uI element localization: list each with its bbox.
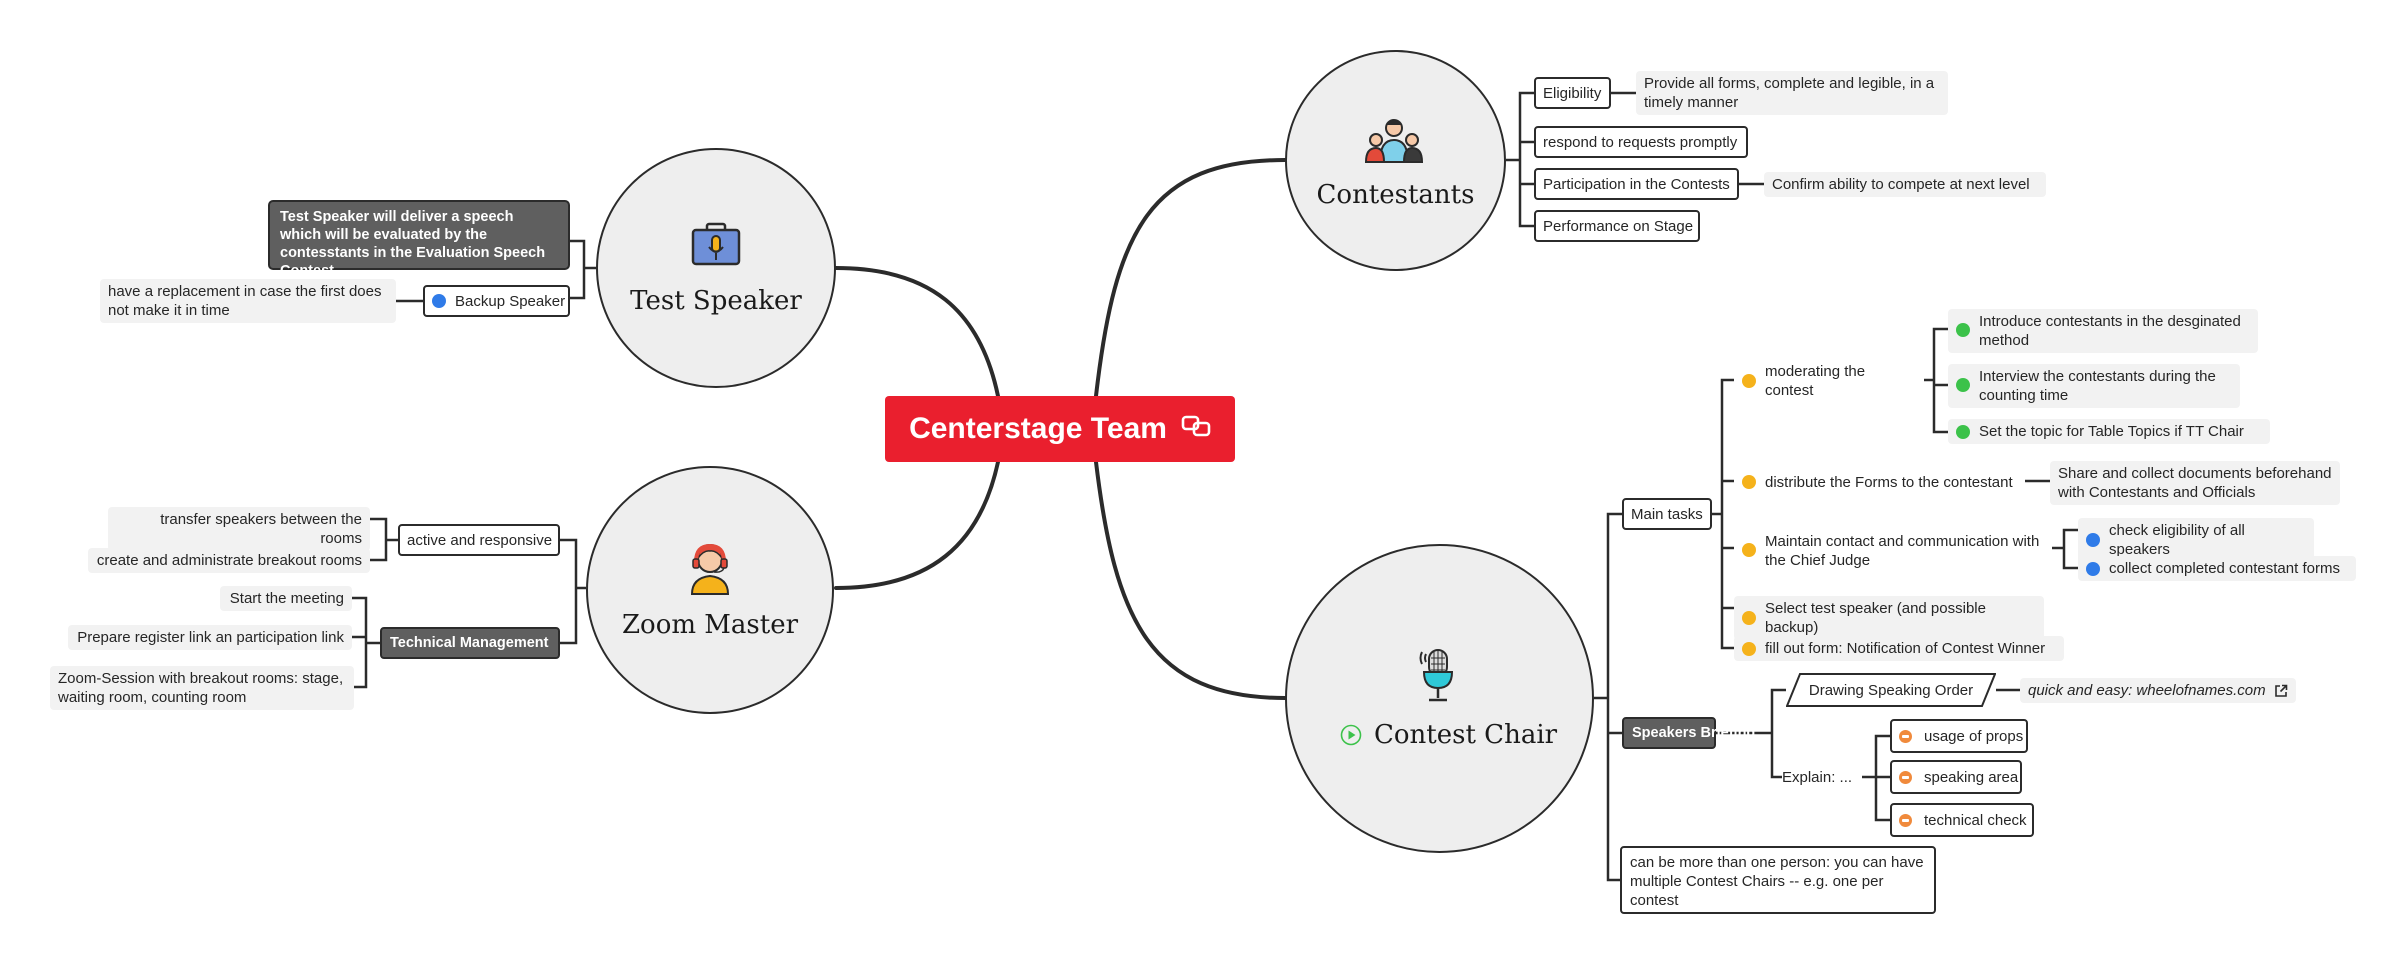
contestants-item-participation[interactable]: Participation in the Contests (1534, 168, 1739, 200)
maintain-item-label: check eligibility of all speakers (2109, 522, 2245, 558)
contest-chair-note[interactable]: can be more than one person: you can hav… (1620, 846, 1936, 914)
tag-icon (1899, 770, 1912, 784)
distribute-forms-note[interactable]: Share and collect documents beforehand w… (2050, 461, 2340, 505)
main-tasks-topic[interactable]: Main tasks (1622, 498, 1712, 530)
contestants-item-label: Eligibility (1543, 84, 1602, 102)
contest-chair-title-row: Contest Chair (1340, 718, 1560, 752)
root-to-contest-chair-line (1094, 460, 1287, 700)
speakers-briefing-label: Speakers Briefing (1632, 725, 1756, 741)
central-topic-label: Centerstage Team (909, 412, 1167, 445)
external-link-icon[interactable] (2274, 684, 2288, 698)
play-icon[interactable] (1340, 724, 1362, 746)
contest-chair-topic[interactable] (1285, 544, 1594, 853)
tag-icon (1899, 813, 1912, 827)
contestants-item-eligibility[interactable]: Eligibility (1534, 77, 1611, 109)
orange-dot-marker-icon (1742, 641, 1756, 656)
maintain-item-label: collect completed contestant forms (2109, 560, 2340, 577)
active-responsive-topic[interactable]: active and responsive (398, 524, 560, 556)
zoom-technical-item[interactable]: Start the meeting (220, 586, 352, 611)
contestants-item-performance[interactable]: Performance on Stage (1534, 210, 1700, 242)
linked-topic-icon[interactable] (1181, 412, 1211, 446)
maintain-item[interactable]: collect completed contestant forms (2078, 556, 2356, 581)
test-speaker-topic[interactable] (596, 148, 836, 388)
moderating-contest-label: moderating the contest (1765, 363, 1866, 399)
contest-chair-title: Contest Chair (1374, 720, 1558, 750)
select-test-speaker-label: Select test speaker (and possible backup… (1765, 600, 1986, 636)
maintain-contact-topic[interactable]: Maintain contact and communication with … (1734, 529, 2052, 573)
backup-speaker-topic[interactable]: Backup Speaker (423, 285, 570, 317)
orange-dot-marker-icon (1742, 611, 1756, 625)
root-to-contestants-line (1094, 158, 1287, 398)
moderating-item[interactable]: Interview the contestants during the cou… (1948, 364, 2240, 408)
explain-item[interactable]: usage of props (1890, 719, 2028, 753)
contestants-item-label: respond to requests promptly (1543, 133, 1738, 151)
moderating-item-label: Introduce contestants in the desginated … (1979, 313, 2241, 349)
zoom-active-item[interactable]: transfer speakers between the rooms (108, 507, 370, 551)
moderating-contest-topic[interactable]: moderating the contest (1734, 363, 1924, 399)
explain-item-label: speaking area (1924, 768, 2019, 786)
zoom-master-title: Zoom Master (621, 610, 799, 640)
group-people-icon (1364, 116, 1424, 164)
contestants-item-label: Participation in the Contests (1543, 175, 1730, 193)
wheelofnames-link[interactable]: quick and easy: wheelofnames.com (2020, 678, 2296, 703)
green-dot-marker-icon (1956, 378, 1970, 392)
moderating-item-label: Interview the contestants during the cou… (1979, 368, 2216, 404)
technical-management-label: Technical Management (390, 635, 549, 651)
headset-operator-icon (686, 540, 734, 596)
blue-dot-marker-icon (2086, 561, 2100, 576)
microphone-icon (1418, 646, 1458, 704)
moderating-item[interactable]: Introduce contestants in the desginated … (1948, 309, 2258, 353)
drawing-speaking-order-topic[interactable]: Drawing Speaking Order (1786, 673, 1996, 707)
orange-dot-marker-icon (1742, 475, 1756, 489)
participation-note[interactable]: Confirm ability to compete at next level (1764, 172, 2046, 197)
briefcase-microphone-icon (690, 222, 742, 268)
maintain-item[interactable]: check eligibility of all speakers (2078, 518, 2314, 562)
backup-speaker-note[interactable]: have a replacement in case the first doe… (100, 279, 396, 323)
wheelofnames-link-label: quick and easy: wheelofnames.com (2028, 682, 2266, 699)
orange-dot-marker-icon (1742, 543, 1756, 557)
root-to-test-speaker-line (834, 266, 1000, 398)
distribute-forms-topic[interactable]: distribute the Forms to the contestant (1734, 470, 2025, 494)
tag-icon (1899, 729, 1912, 743)
technical-management-topic[interactable]: Technical Management (380, 627, 560, 659)
maintain-contact-label: Maintain contact and communication with … (1765, 533, 2040, 569)
contestants-item-label: Performance on Stage (1543, 217, 1694, 235)
explain-item[interactable]: technical check (1890, 803, 2034, 837)
zoom-technical-item[interactable]: Prepare register link an participation l… (68, 625, 352, 650)
blue-dot-marker-icon (2086, 533, 2100, 547)
explain-item-label: technical check (1924, 811, 2027, 829)
moderating-item-label: Set the topic for Table Topics if TT Cha… (1979, 423, 2244, 440)
active-responsive-label: active and responsive (407, 531, 553, 549)
explain-item[interactable]: speaking area (1890, 760, 2022, 794)
main-tasks-label: Main tasks (1631, 505, 1703, 523)
zoom-technical-item[interactable]: Zoom-Session with breakout rooms: stage,… (50, 666, 354, 710)
zoom-active-item[interactable]: create and administrate breakout rooms (88, 548, 370, 573)
contestants-item-respond[interactable]: respond to requests promptly (1534, 126, 1748, 158)
backup-speaker-label: Backup Speaker (455, 292, 566, 310)
green-dot-marker-icon (1956, 424, 1970, 439)
distribute-forms-label: distribute the Forms to the contestant (1765, 473, 2013, 491)
moderating-item[interactable]: Set the topic for Table Topics if TT Cha… (1948, 419, 2270, 444)
drawing-speaking-order-label: Drawing Speaking Order (1808, 681, 1974, 699)
central-topic[interactable]: Centerstage Team (885, 396, 1235, 462)
root-to-zoom-master-line (834, 460, 1000, 590)
test-speaker-description[interactable]: Test Speaker will deliver a speech which… (268, 200, 570, 279)
eligibility-note[interactable]: Provide all forms, complete and legible,… (1636, 71, 1948, 115)
blue-dot-marker-icon (432, 294, 446, 308)
select-test-speaker-topic[interactable]: Select test speaker (and possible backup… (1734, 596, 2044, 640)
green-dot-marker-icon (1956, 323, 1970, 337)
test-speaker-title: Test Speaker (630, 286, 802, 316)
explain-topic[interactable]: Explain: ... (1782, 769, 1853, 786)
contestants-title: Contestants (1316, 180, 1475, 210)
fill-out-form-topic[interactable]: fill out form: Notification of Contest W… (1734, 636, 2064, 661)
speakers-briefing-topic[interactable]: Speakers Briefing (1622, 717, 1755, 749)
explain-item-label: usage of props (1924, 727, 2024, 745)
orange-dot-marker-icon (1742, 374, 1756, 388)
fill-out-form-label: fill out form: Notification of Contest W… (1765, 640, 2046, 657)
